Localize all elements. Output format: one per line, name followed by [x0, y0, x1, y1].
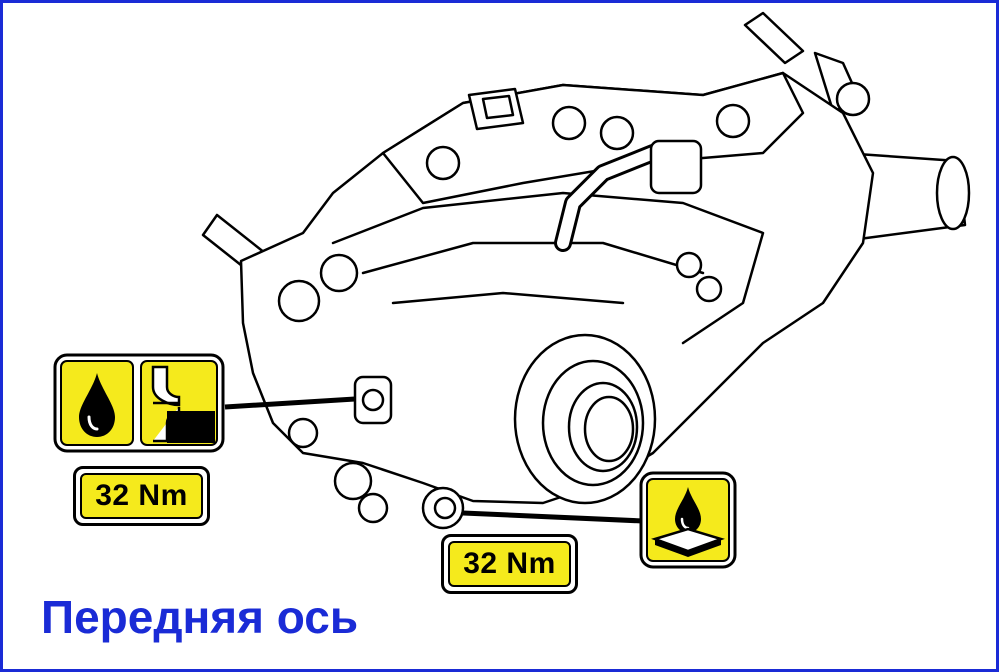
- oil-drain-icon: [646, 478, 730, 562]
- fill-plug-callout: [53, 353, 225, 453]
- fill-plug-torque-label: 32 Nm: [73, 466, 210, 526]
- fill-plug-torque-value: 32 Nm: [80, 473, 203, 519]
- drain-plug-torque-label: 32 Nm: [441, 534, 578, 594]
- drain-plug-callout: [639, 471, 737, 569]
- oil-drop-icon: [60, 360, 134, 446]
- drain-plug-torque-value: 32 Nm: [448, 541, 571, 587]
- diagram-title: Передняя ось: [41, 591, 359, 643]
- fill-plug-icon: [140, 360, 218, 446]
- front-axle-differential-illustration: [201, 11, 971, 530]
